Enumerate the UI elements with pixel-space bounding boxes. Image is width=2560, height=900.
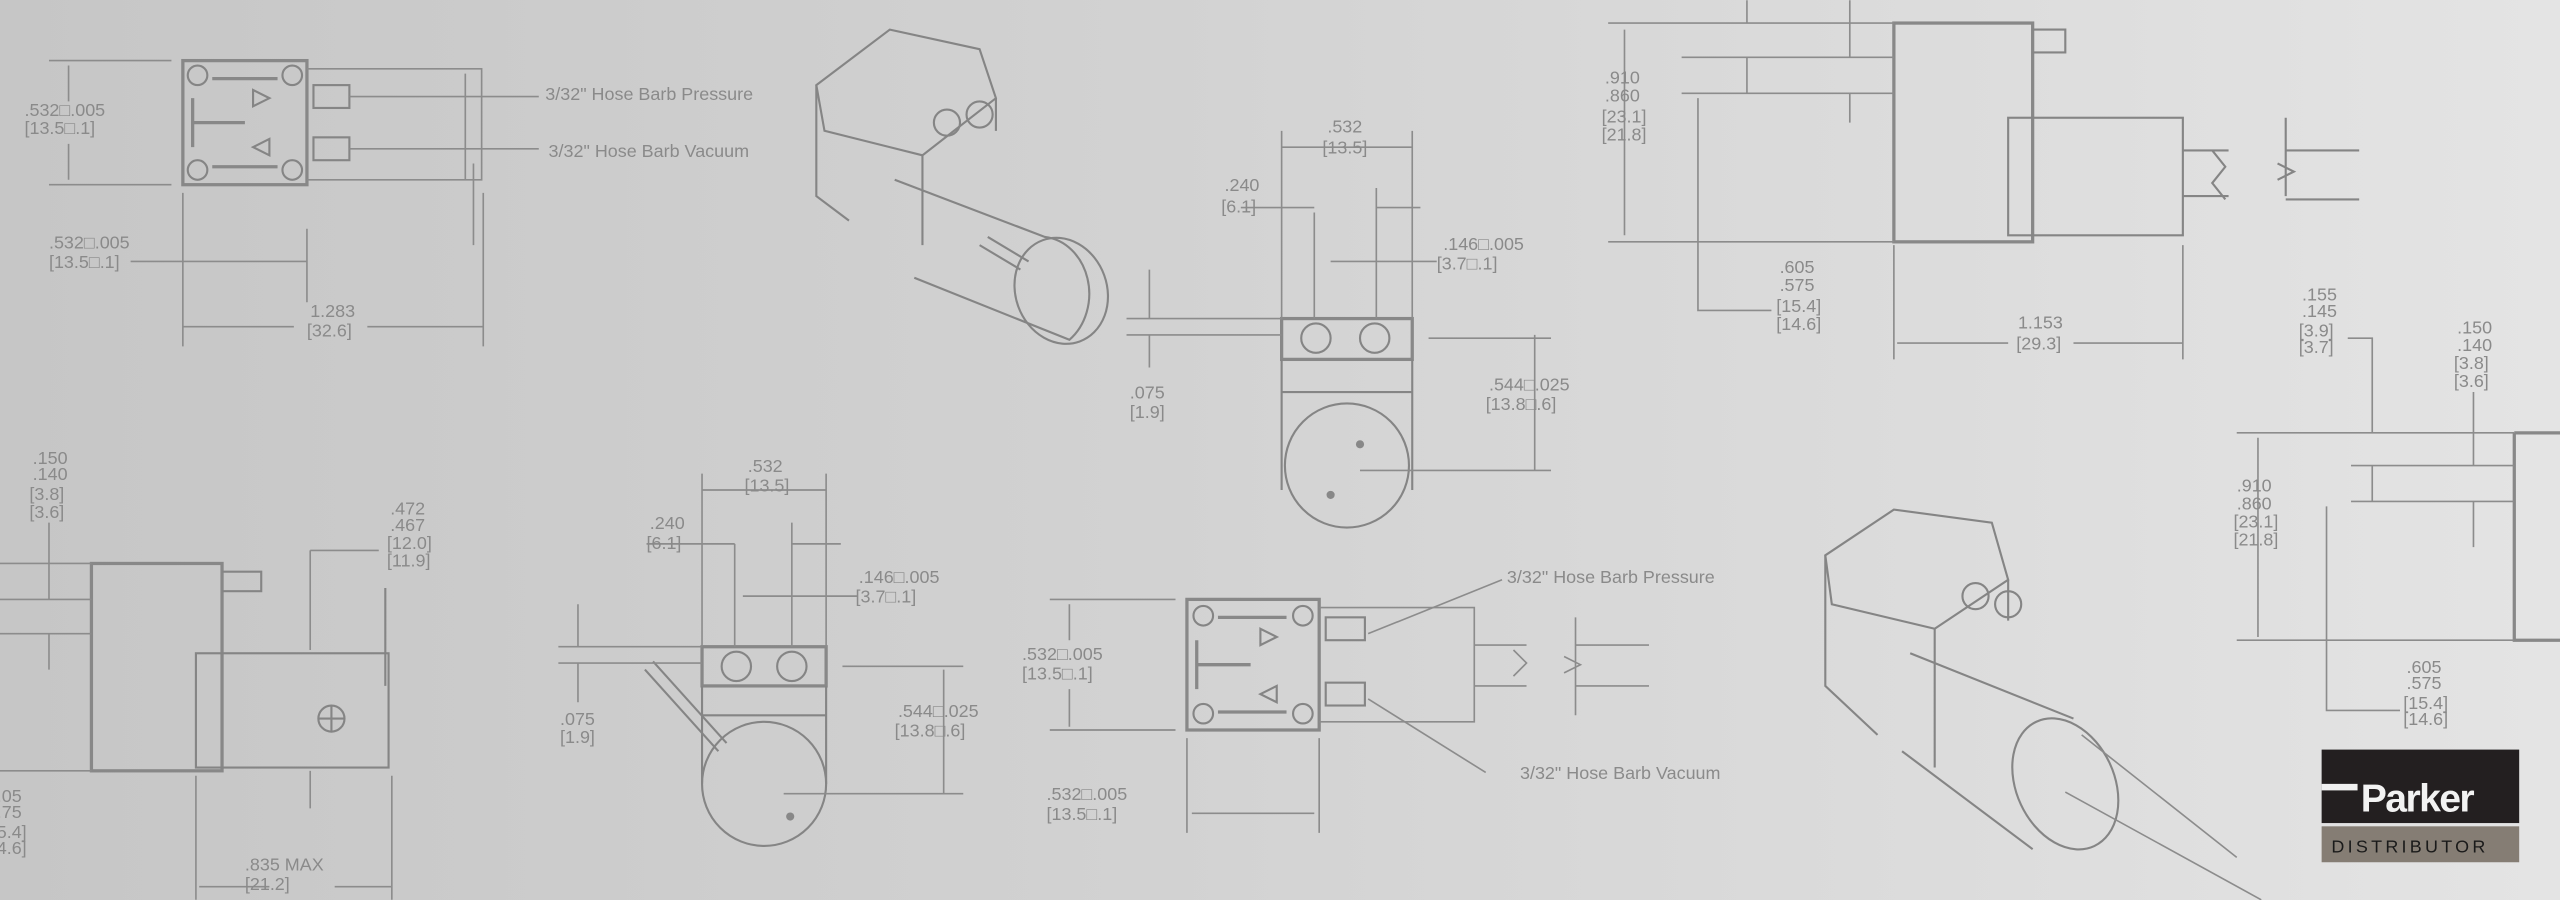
parker-distributor-logo[interactable]: Parker DISTRIBUTOR xyxy=(2321,749,2520,863)
dim-label: [11.9] xyxy=(387,551,431,571)
callout-pressure: 3/32" Hose Barb Pressure xyxy=(545,84,753,104)
dim-label: [3.7] xyxy=(2299,337,2334,357)
dim-label: .860 xyxy=(2237,494,2272,514)
dim-label: .910 xyxy=(2237,476,2272,496)
dim-label: [32.6] xyxy=(307,321,352,341)
dim-label: .075 xyxy=(1130,383,1165,403)
dim-label: 5.4] xyxy=(0,822,27,842)
dim-label: [3.6] xyxy=(29,502,64,522)
callout-vacuum: 3/32" Hose Barb Vacuum xyxy=(549,141,749,161)
dim-label: [13.5□.1] xyxy=(49,252,120,272)
dim-label: [14.6] xyxy=(2403,709,2448,729)
dim-label: [13.5□.1] xyxy=(1047,804,1118,824)
dim-label: [23.1] xyxy=(2233,512,2278,532)
dim-label: .532□.005 xyxy=(1047,784,1128,804)
dim-label: .532□.005 xyxy=(24,100,105,120)
dim-label: .910 xyxy=(1605,67,1640,87)
dim-label: [13.5□.1] xyxy=(1022,663,1093,683)
dim-label: [13.8□.6] xyxy=(1486,394,1557,414)
dim-label: .155 xyxy=(2302,285,2337,305)
logo-tagline: DISTRIBUTOR xyxy=(2331,836,2488,856)
dim-label: .240 xyxy=(650,513,685,533)
dim-label: .532□.005 xyxy=(49,232,130,252)
dim-label: .472 xyxy=(390,498,425,518)
side-view-bottom-left xyxy=(0,522,393,900)
dim-label: .605 xyxy=(1780,257,1815,277)
dim-label: [13.5□.1] xyxy=(24,118,95,138)
side-view-top-right xyxy=(1608,0,2360,360)
dim-label: [12.0] xyxy=(387,533,432,553)
dim-label: .544□.025 xyxy=(1489,374,1570,394)
dim-label: .140 xyxy=(2457,335,2492,355)
dim-label: .575 xyxy=(1780,275,1815,295)
dim-label: [13.5] xyxy=(1322,138,1367,158)
dim-label: .544□.025 xyxy=(898,701,979,721)
dim-label: [3.7□.1] xyxy=(856,587,917,607)
dim-label: [13.8□.6] xyxy=(895,721,966,741)
dim-label: [21.8] xyxy=(1602,125,1647,145)
dim-label: [1.9] xyxy=(1130,402,1165,422)
dim-label: [29.3] xyxy=(2016,334,2061,354)
dim-label: [6.1] xyxy=(647,533,682,553)
dim-label: .532 xyxy=(1327,116,1362,136)
side-view-right xyxy=(2236,337,2560,712)
front-view-top-left xyxy=(48,58,539,347)
dim-label: .467 xyxy=(390,515,425,535)
dim-label: [15.4] xyxy=(2403,693,2448,713)
dim-label: [3.7□.1] xyxy=(1437,254,1498,274)
side-view-top-center xyxy=(1126,130,1552,529)
dim-label: 4.6] xyxy=(0,838,27,858)
dim-label: [6.1] xyxy=(1221,196,1256,216)
dim-label: .146□.005 xyxy=(1443,234,1524,254)
dim-label: [1.9] xyxy=(560,727,595,747)
dim-label: [15.4] xyxy=(1776,296,1821,316)
dim-label: .146□.005 xyxy=(859,567,940,587)
dim-label: .605 xyxy=(2407,657,2442,677)
dim-label: [3.8] xyxy=(2454,353,2489,373)
callout-pressure: 3/32" Hose Barb Pressure xyxy=(1507,567,1715,587)
dim-label: .075 xyxy=(560,709,595,729)
dim-label: .240 xyxy=(1224,175,1259,195)
dim-label: [3.8] xyxy=(29,484,64,504)
dim-label: 1.283 xyxy=(310,301,355,321)
dim-label: .532□.005 xyxy=(1022,644,1103,664)
dim-label: [14.6] xyxy=(1776,314,1821,334)
front-view-bottom-middle xyxy=(1049,579,1649,833)
dim-label: [3.6] xyxy=(2454,371,2489,391)
dim-label: .150 xyxy=(33,448,68,468)
pump-isometric-bottom-right xyxy=(1824,508,2262,900)
dim-label: .05 xyxy=(0,786,22,806)
dim-label: .140 xyxy=(33,464,68,484)
dim-label: .835 MAX xyxy=(245,854,324,874)
dim-label: [21.2] xyxy=(245,874,290,894)
dim-label: .75 xyxy=(0,802,22,822)
callout-vacuum: 3/32" Hose Barb Vacuum xyxy=(1520,763,1720,783)
side-view-bottom-center xyxy=(558,473,964,847)
dim-label: [23.1] xyxy=(1602,107,1647,127)
dim-label: [21.8] xyxy=(2233,530,2278,550)
dim-label: .150 xyxy=(2457,317,2492,337)
dim-label: .860 xyxy=(1605,85,1640,105)
dim-label: .532 xyxy=(748,456,783,476)
dim-label: .145 xyxy=(2302,301,2337,321)
pump-isometric-top xyxy=(815,28,1110,345)
dim-label: [13.5] xyxy=(744,476,789,496)
dim-label: .575 xyxy=(2407,673,2442,693)
dim-label: [3.9] xyxy=(2299,321,2334,341)
dim-label: 1.153 xyxy=(2018,312,2063,332)
logo-brand: Parker xyxy=(2361,778,2475,821)
